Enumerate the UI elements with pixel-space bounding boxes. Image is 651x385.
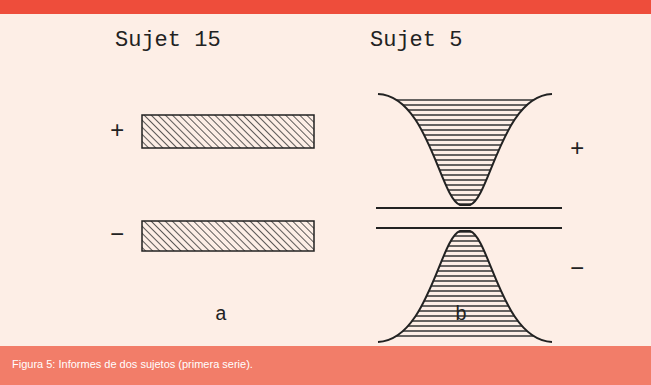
figure-caption: Figura 5: Informes de dos sujetos (prime… [12,359,253,370]
panel-letter: b [455,305,467,325]
panel-letter: a [215,305,227,325]
top-bar [0,0,651,14]
negative-plate [142,221,314,251]
subject-heading: Sujet 5 [370,30,462,52]
negative-field [370,228,562,342]
polarity-sign: + [570,138,584,162]
positive-field [370,94,562,208]
polarity-sign: − [570,258,584,282]
positive-plate [142,115,314,148]
polarity-sign: − [110,224,124,248]
subject-heading: Sujet 15 [115,30,221,52]
polarity-sign: + [110,120,124,144]
